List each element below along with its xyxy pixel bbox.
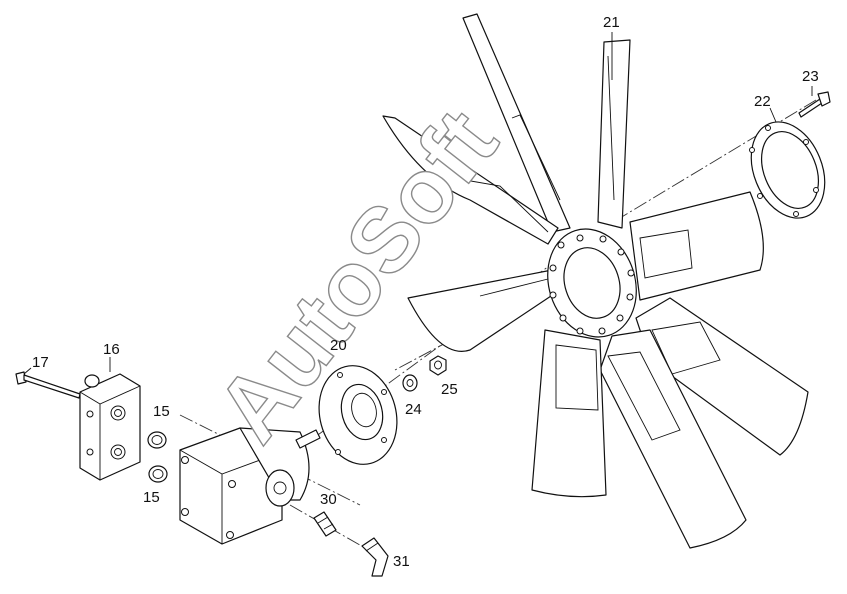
o-ring-upper — [147, 431, 167, 449]
fan-hub-bore — [563, 247, 621, 319]
fan-assembly — [382, 13, 809, 549]
bolt-17 — [15, 371, 81, 399]
washer — [402, 374, 418, 392]
fan-blade-lower-right-1 — [635, 297, 809, 456]
bolt-23 — [798, 91, 831, 118]
callout-17: 17 — [32, 354, 49, 371]
leader-lines — [23, 32, 813, 375]
fan-blade-right — [629, 191, 764, 301]
hex-nut — [429, 355, 447, 376]
fan-blade-lower-left — [407, 269, 561, 352]
fan-blade-top-left — [462, 13, 571, 233]
callout-20: 20 — [330, 337, 347, 354]
spacer-ring — [749, 121, 826, 219]
elbow-fitting — [361, 537, 389, 577]
fan-blade-bottom — [531, 329, 607, 498]
fan-blade-left — [382, 115, 559, 245]
o-ring-lower — [148, 465, 168, 483]
callout-labels: 21 22 23 20 25 24 16 17 15 15 30 31 — [32, 14, 819, 570]
callout-24: 24 — [405, 401, 422, 418]
callout-25: 25 — [441, 381, 458, 398]
callout-16: 16 — [103, 341, 120, 358]
fan-blade-top — [597, 39, 631, 229]
callout-23: 23 — [802, 68, 819, 85]
callout-15-lower: 15 — [143, 489, 160, 506]
adapter-flange — [318, 365, 398, 465]
fan-hub-bolt-holes — [549, 234, 635, 335]
straight-fitting — [313, 511, 337, 537]
callout-15-upper: 15 — [153, 403, 170, 420]
callout-31: 31 — [393, 553, 410, 570]
callout-21: 21 — [603, 14, 620, 31]
hydraulic-motor — [179, 427, 321, 545]
callout-30: 30 — [320, 491, 337, 508]
fan-blade-lower-right-2 — [599, 329, 747, 549]
callout-22: 22 — [754, 93, 771, 110]
manifold-block — [79, 373, 141, 481]
